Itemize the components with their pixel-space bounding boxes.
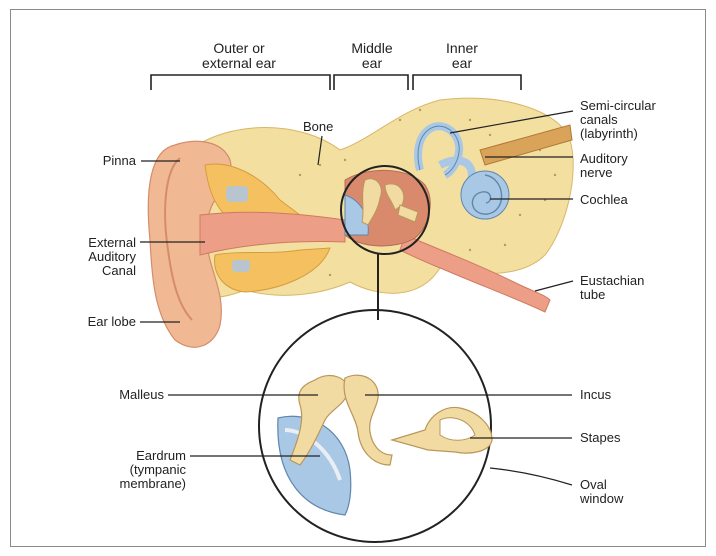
label-pinna: Pinna [70,154,136,168]
label-external-auditory-canal: External Auditory Canal [60,236,136,278]
outer-ear-header: Outer or external ear [186,41,292,71]
region-brackets [151,75,521,90]
label-stapes: Stapes [580,431,620,445]
cartilage-gap-lower [232,260,250,272]
label-eustachian-tube: Eustachian tube [580,274,644,302]
label-cochlea: Cochlea [580,193,628,207]
label-malleus: Malleus [60,388,164,402]
outer-ear-bracket [151,75,330,90]
label-auditory-nerve: Auditory nerve [580,152,628,180]
label-incus: Incus [580,388,611,402]
label-ear-lobe: Ear lobe [60,315,136,329]
cochlea [461,171,509,219]
label-oval-window: Oval window [580,478,623,506]
label-bone: Bone [303,120,333,134]
middle-ear-header: Middle ear [336,41,408,71]
inner-ear-header: Inner ear [426,41,498,71]
incus-enlarged [344,375,392,465]
label-eardrum: Eardrum (tympanic membrane) [70,449,186,491]
label-semicircular-canals: Semi-circular canals (labyrinth) [580,99,656,141]
inner-ear-bracket [413,75,521,90]
middle-ear-bracket [334,75,408,90]
cartilage-gap [226,186,248,202]
